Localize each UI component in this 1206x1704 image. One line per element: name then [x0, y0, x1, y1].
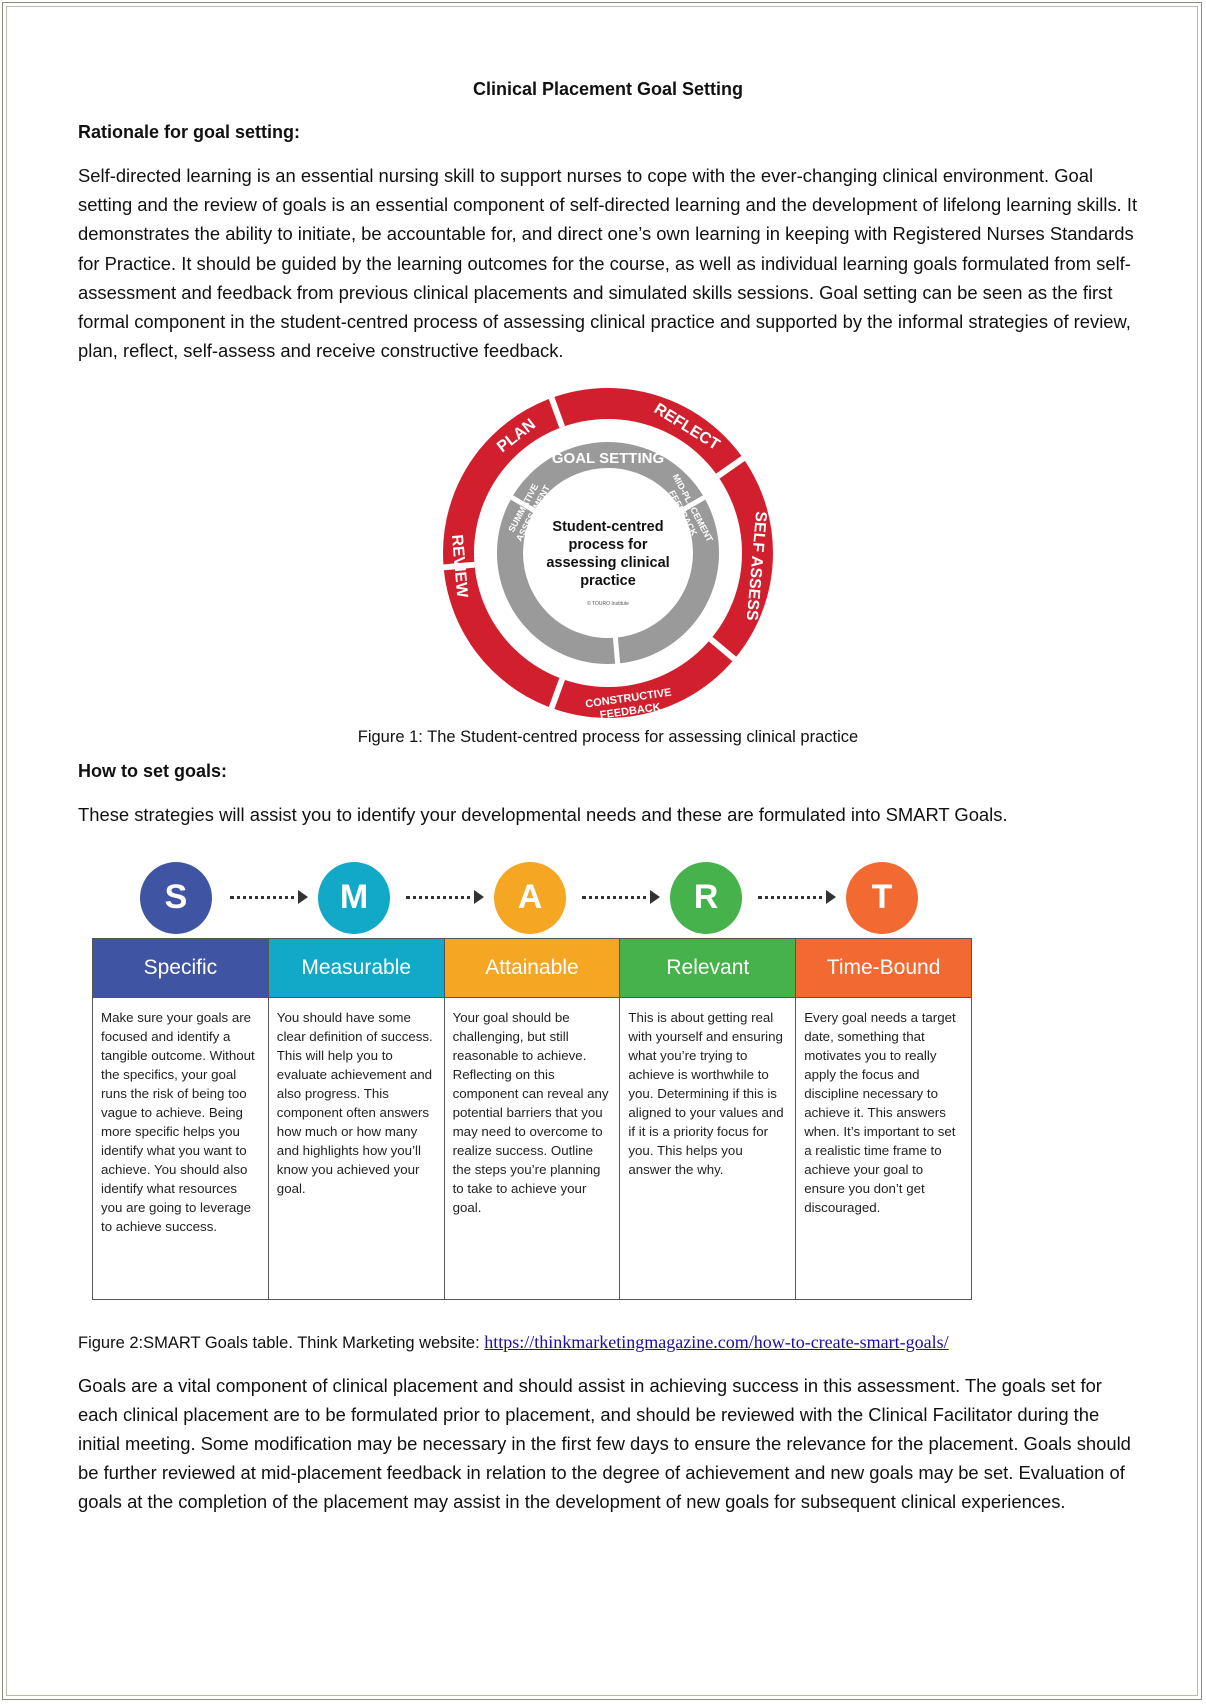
smart-circle-m: M: [318, 861, 390, 934]
center-line-2: process for: [569, 537, 648, 553]
smart-col-attainable: Attainable Your goal should be challengi…: [444, 938, 621, 1299]
rationale-heading: Rationale for goal setting:: [78, 122, 301, 142]
center-line-4: practice: [580, 573, 636, 589]
smart-goals-figure: S M A R T Specific Make sure your goals …: [92, 846, 992, 1326]
col-body-attainable: Your goal should be challenging, but sti…: [452, 1009, 609, 1215]
col-head-relevant: Relevant: [620, 938, 796, 998]
col-body-relevant: This is about getting real with yourself…: [628, 1009, 784, 1177]
col-head-measurable: Measurable: [268, 938, 444, 998]
smart-circle-s: S: [140, 861, 212, 934]
think-marketing-link[interactable]: https://thinkmarketingmagazine.com/how-t…: [484, 1331, 949, 1352]
how-to-heading: How to set goals:: [78, 761, 228, 782]
arrow-icon: [582, 889, 660, 904]
smart-col-relevant: Relevant This is about getting real with…: [620, 938, 797, 1299]
label-goal-setting: GOAL SETTING: [552, 450, 664, 467]
outer-ring: [442, 387, 774, 720]
smart-table: Specific Make sure your goals are focuse…: [92, 937, 972, 1300]
how-to-paragraph: These strategies will assist you to iden…: [78, 804, 1008, 826]
center-line-1: Student-centred: [552, 519, 663, 535]
label-review: REVIEW: [448, 534, 471, 599]
smart-circle-r: R: [670, 861, 742, 934]
goal-cycle-diagram: PLAN REFLECT SELF ASSESS CONSTRUCTIVE FE…: [438, 386, 775, 722]
document-content: Clinical Placement Goal Setting Rational…: [78, 73, 1138, 1517]
smart-circle-a: A: [494, 861, 566, 934]
arrow-icon: [758, 889, 836, 904]
page-title: Clinical Placement Goal Setting: [472, 79, 744, 99]
page-border: [6, 6, 1198, 1696]
figure-1-caption: Figure 1: The Student-centred process fo…: [357, 728, 859, 747]
col-head-time-bound: Time-Bound: [796, 938, 971, 998]
col-body-time-bound: Every goal needs a target date, somethin…: [804, 1009, 956, 1215]
rationale-paragraph: Self-directed learning is an essential n…: [78, 165, 1138, 362]
col-body-specific: Make sure your goals are focused and ide…: [101, 1009, 255, 1234]
figure-2-caption-text: Figure 2:SMART Goals table. Think Market…: [78, 1333, 485, 1352]
arrow-icon: [406, 889, 484, 904]
closing-paragraph: Goals are a vital component of clinical …: [78, 1374, 1131, 1513]
col-head-attainable: Attainable: [444, 938, 620, 998]
col-body-measurable: You should have some clear definition of…: [276, 1009, 433, 1196]
arrow-icon: [230, 889, 308, 904]
smart-col-specific: Specific Make sure your goals are focuse…: [93, 938, 269, 1299]
figure-2-caption: Figure 2:SMART Goals table. Think Market…: [78, 1332, 1138, 1353]
center-small-print: © TOURO Institute: [587, 600, 629, 607]
smart-circle-t: T: [846, 861, 918, 934]
center-line-3: assessing clinical: [546, 555, 669, 571]
figure-1-diagram: PLAN REFLECT SELF ASSESS CONSTRUCTIVE FE…: [78, 373, 1138, 728]
inner-ring: [497, 442, 719, 665]
smart-col-time-bound: Time-Bound Every goal needs a target dat…: [796, 938, 971, 1299]
col-head-specific: Specific: [93, 938, 268, 998]
smart-col-measurable: Measurable You should have some clear de…: [268, 938, 445, 1299]
